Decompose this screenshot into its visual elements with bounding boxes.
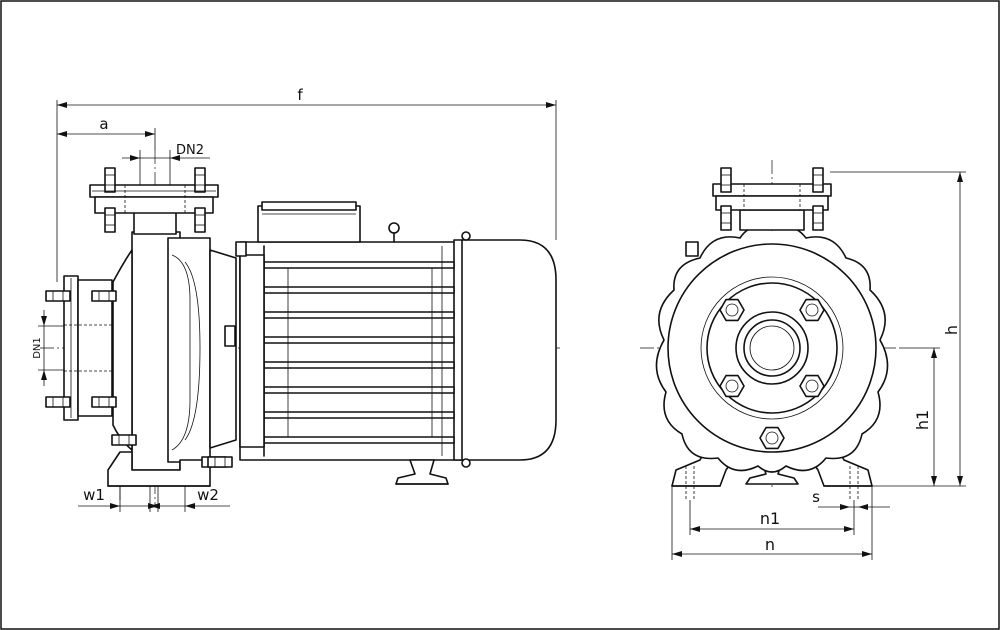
dim-dn2: DN2	[122, 143, 210, 185]
dim-dn1: DN1	[32, 310, 64, 386]
label-dn2: DN2	[176, 143, 204, 158]
front-discharge-flange	[712, 167, 832, 231]
discharge-flange	[89, 167, 219, 233]
label-n: n	[765, 535, 775, 554]
front-flange-bolt	[799, 374, 825, 398]
pump-casing	[107, 211, 237, 500]
dim-w1-w2: w1 w2	[78, 486, 230, 512]
motor-housing	[235, 201, 557, 485]
dim-s: s	[812, 488, 890, 510]
front-view: h h1 n1 n	[640, 160, 966, 560]
drain-plug	[759, 426, 785, 450]
dim-f: f	[56, 86, 557, 282]
label-n1: n1	[760, 509, 780, 528]
dim-h: h	[830, 171, 966, 487]
suction-flange	[45, 275, 117, 421]
label-a: a	[99, 115, 108, 133]
label-h1: h1	[913, 410, 932, 430]
front-flange-bolt	[719, 374, 745, 398]
dim-n: n	[671, 486, 873, 560]
front-flange-bolt	[719, 298, 745, 322]
side-view: f a DN2 DN1	[32, 86, 560, 512]
front-flange-bolt	[799, 298, 825, 322]
label-s: s	[812, 488, 820, 506]
label-w1: w1	[83, 486, 105, 504]
dim-n1: n1	[689, 500, 855, 535]
label-f: f	[297, 86, 303, 104]
label-w2: w2	[197, 486, 219, 504]
label-dn1: DN1	[32, 337, 43, 359]
label-h: h	[942, 325, 961, 335]
dim-a: a	[57, 115, 156, 150]
dim-h1: h1	[900, 347, 940, 486]
